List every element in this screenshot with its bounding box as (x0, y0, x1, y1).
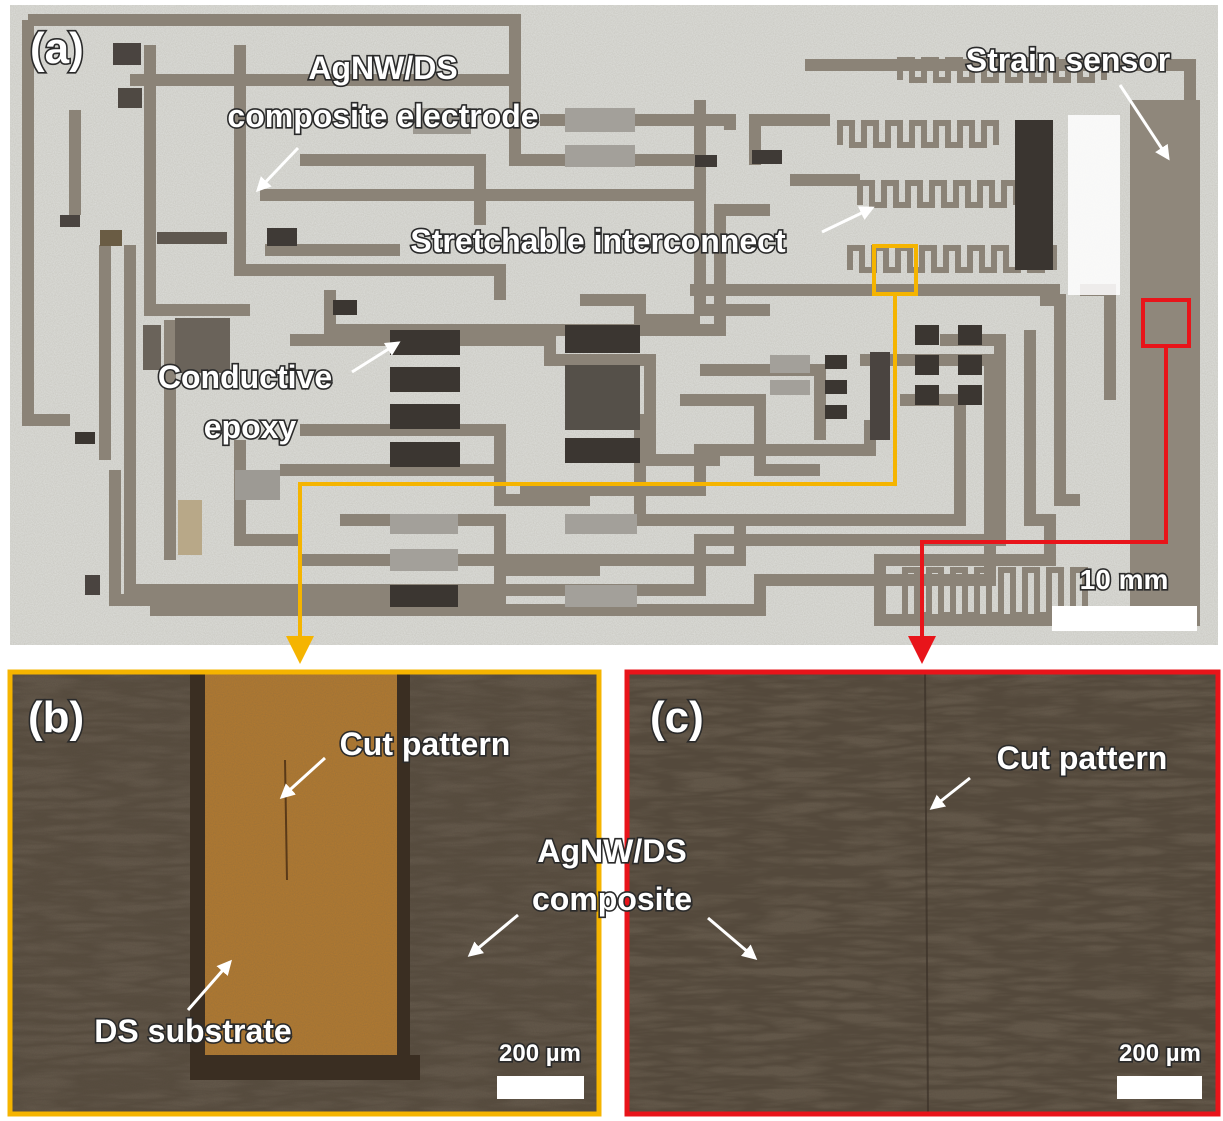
scale-bar-a-label: 10 mm (1080, 564, 1169, 595)
interconnect-label: Stretchable interconnect (410, 223, 786, 259)
strain-sensor-label: Strain sensor (966, 42, 1171, 78)
connector-line-c (908, 346, 1168, 664)
circuit-traces (22, 14, 1200, 626)
scale-bar-b (497, 1076, 584, 1099)
composite-label-line2: composite (532, 881, 692, 917)
panel-b-letter: (b) (28, 693, 84, 742)
panel-c-frame (624, 669, 1221, 1117)
scale-bar-c-label: 200 µm (1119, 1040, 1201, 1067)
scale-bar-c (1117, 1076, 1202, 1099)
panel-b-frame (7, 669, 602, 1117)
scale-bar-b-label: 200 µm (499, 1040, 581, 1067)
panel-a-photo (10, 5, 1218, 645)
cut-pattern-label-c: Cut pattern (997, 740, 1168, 776)
electrode-label-line1: AgNW/DS (308, 50, 457, 86)
panel-c-micrograph (627, 672, 1218, 1114)
conductive-epoxy-pads (60, 43, 1053, 607)
panel-b-micrograph (10, 672, 599, 1114)
panel-a-letter: (a) (30, 24, 84, 73)
substrate-label: DS substrate (94, 1013, 291, 1049)
scale-bar-a (1052, 606, 1197, 631)
electrode-label-line2: composite electrode (227, 98, 538, 134)
panel-c-letter: (c) (650, 693, 704, 742)
epoxy-label-line1: Conductive (158, 359, 332, 395)
composite-label-line1: AgNW/DS (537, 833, 686, 869)
epoxy-label-line2: epoxy (204, 409, 297, 445)
annotation-arrows (186, 84, 1170, 1011)
connector-line-b (286, 294, 897, 664)
cut-pattern-label-b: Cut pattern (340, 726, 511, 762)
